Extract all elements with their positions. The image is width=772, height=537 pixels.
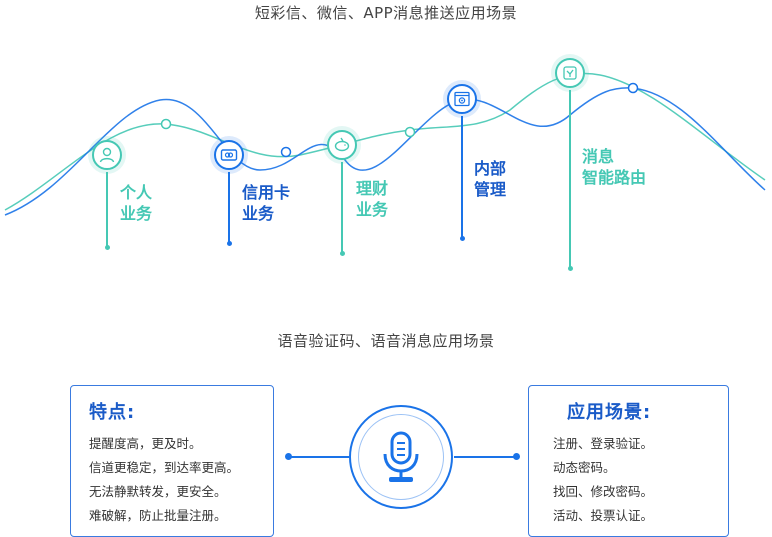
list-item: 活动、投票认证。	[553, 508, 654, 523]
settings-panel-icon	[454, 91, 470, 107]
scenarios-list: 注册、登录验证。 动态密码。 找回、修改密码。 活动、投票认证。	[553, 432, 653, 528]
curve-dot	[280, 146, 292, 158]
list-item: 难破解，防止批量注册。	[89, 508, 227, 523]
node-stem-dot	[226, 241, 232, 246]
node-stem	[461, 116, 463, 238]
features-list: 提醒度高，更及时。 信道更稳定，到达率更高。 无法静默转发，更安全。 难破解，防…	[89, 432, 239, 528]
microphone-icon	[383, 431, 419, 482]
sms-section-title: 短彩信、微信、APP消息推送应用场景	[254, 4, 518, 22]
wave-curves	[4, 72, 766, 216]
curve-dot	[160, 118, 172, 130]
list-item: 信道更稳定，到达率更高。	[89, 460, 240, 475]
node-stem	[228, 172, 230, 242]
connector-line-left	[289, 456, 349, 458]
list-item: 找回、修改密码。	[553, 484, 654, 499]
scenarios-title: 应用场景:	[567, 402, 652, 423]
voice-section-title: 语音验证码、语音消息应用场景	[277, 332, 495, 350]
node-stem	[341, 162, 343, 252]
node-label-credit-card: 信用卡 业务	[242, 183, 291, 223]
node-personal	[92, 140, 122, 170]
node-smart-routing	[555, 58, 585, 88]
connector-line-right	[454, 456, 516, 458]
node-stem-dot	[339, 251, 345, 256]
scenarios-box: 应用场景: 注册、登录验证。 动态密码。 找回、修改密码。 活动、投票认证。	[528, 385, 729, 537]
list-item: 无法静默转发，更安全。	[89, 484, 227, 499]
person-icon	[99, 147, 115, 163]
list-item: 提醒度高，更及时。	[89, 436, 202, 451]
list-item: 注册、登录验证。	[553, 436, 654, 451]
node-stem	[106, 172, 108, 246]
router-icon	[563, 66, 577, 80]
node-stem	[569, 90, 571, 268]
node-finance	[327, 130, 357, 160]
microphone-inner-ring	[358, 414, 444, 500]
node-internal-management	[447, 84, 477, 114]
list-item: 动态密码。	[553, 460, 616, 475]
node-label-finance: 理财 业务	[356, 179, 389, 219]
node-stem-dot	[104, 245, 110, 250]
credit-card-icon	[220, 149, 238, 161]
node-label-internal-management: 内部 管理	[474, 159, 507, 199]
features-title: 特点:	[89, 402, 136, 423]
node-label-smart-routing: 消息 智能路由	[582, 147, 647, 187]
curve-dot	[627, 82, 639, 94]
microphone-circle	[349, 405, 453, 509]
features-box: 特点: 提醒度高，更及时。 信道更稳定，到达率更高。 无法静默转发，更安全。 难…	[70, 385, 274, 537]
curve-dot	[404, 126, 416, 138]
node-stem-dot	[459, 236, 465, 241]
piggy-bank-icon	[334, 137, 350, 152]
connector-dot-left	[285, 453, 292, 460]
node-label-personal: 个人 业务	[120, 183, 153, 223]
node-credit-card	[214, 140, 244, 170]
node-stem-dot	[567, 266, 573, 271]
connector-dot-right	[513, 453, 520, 460]
